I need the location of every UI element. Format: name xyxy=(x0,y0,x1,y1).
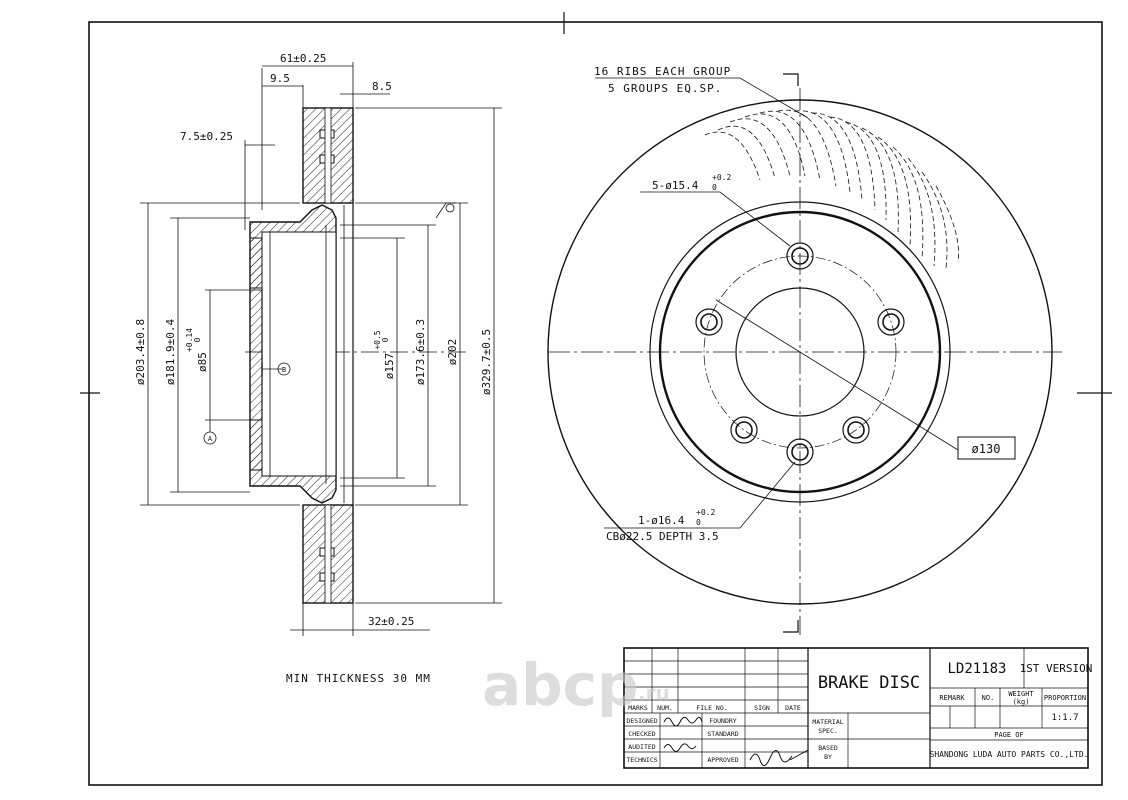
page-label: PAGE OF xyxy=(994,731,1024,739)
min-thickness-note: MIN THICKNESS 30 MM xyxy=(286,672,431,685)
dim-203-4: ø203.4±0.8 xyxy=(134,319,147,385)
cross-section-view xyxy=(245,107,470,604)
watermark: abcp .ru xyxy=(482,651,670,719)
no-header: NO. xyxy=(982,694,995,702)
remark-header: REMARK xyxy=(939,694,965,702)
bolt-hole-5 xyxy=(695,308,723,336)
counterbore-note: CBø22.5 DEPTH 3.5 xyxy=(606,530,719,543)
bolt-holes-tol-lower: 0 xyxy=(712,183,717,192)
bolt-hole-2 xyxy=(877,308,905,336)
standard-label: STANDARD xyxy=(707,730,738,738)
dim-61: 61±0.25 xyxy=(280,52,326,65)
datum-b-label: B xyxy=(282,366,286,374)
scale-value: 1:1.7 xyxy=(1051,713,1078,723)
bolt-hole-1 xyxy=(786,242,814,270)
disc-outer-edge xyxy=(547,99,1053,605)
dim-8-5: 8.5 xyxy=(372,80,392,93)
datum-markers: B A xyxy=(203,362,291,445)
dim-157: ø157 xyxy=(383,353,396,380)
dim-32: 32±0.25 xyxy=(368,615,414,628)
section-dimensions xyxy=(140,62,502,636)
num-header: NUM. xyxy=(657,704,673,712)
bolt-holes-tol-upper: +0.2 xyxy=(712,173,731,182)
checked-label: CHECKED xyxy=(628,730,655,738)
weight-unit: (kg) xyxy=(1013,698,1030,706)
section-labels: 61±0.25 9.5 8.5 7.5±0.25 ø203.4±0.8 ø181… xyxy=(134,52,493,685)
title-block-text: BRAKE DISC LD21183 1ST VERSION REMARK NO… xyxy=(626,661,1092,766)
marks-header: MARKS xyxy=(628,704,648,712)
locating-hole-note: 1-ø16.4 xyxy=(638,514,685,527)
proportion-header: PROPORTION xyxy=(1044,694,1086,702)
part-number: LD21183 xyxy=(947,661,1006,677)
drawing-frame xyxy=(80,12,1112,786)
drawing-title: BRAKE DISC xyxy=(818,673,920,693)
ribs-note-line1: 16 RIBS EACH GROUP xyxy=(594,65,731,78)
version-label: 1ST VERSION xyxy=(1020,662,1093,675)
dim-329-7: ø329.7±0.5 xyxy=(480,329,493,395)
company-name: SHANDONG LUDA AUTO PARTS CO.,LTD. xyxy=(930,750,1089,759)
face-labels: 16 RIBS EACH GROUP 5 GROUPS EQ.SP. 5-ø15… xyxy=(594,65,1000,543)
based-label: BASED xyxy=(818,744,838,752)
locating-hole-tol-lower: 0 xyxy=(696,518,701,527)
pcd-circle xyxy=(703,255,897,449)
designed-label: DESIGNED xyxy=(626,717,657,725)
weight-header: WEIGHT xyxy=(1008,690,1034,698)
bolt-hole-3 xyxy=(842,416,870,444)
dim-85-tol-lower: 0 xyxy=(193,337,202,342)
bolt-holes-note: 5-ø15.4 xyxy=(652,179,699,192)
pcd-label: ø130 xyxy=(972,442,1001,456)
title-block xyxy=(623,647,1089,769)
dim-181-9: ø181.9±0.4 xyxy=(164,319,177,386)
center-bore xyxy=(735,287,865,417)
face-view xyxy=(547,73,1062,635)
cooling-ribs xyxy=(704,109,959,269)
sign-header: SIGN xyxy=(754,704,770,712)
dim-157-tol-lower: 0 xyxy=(381,337,390,342)
dim-202: ø202 xyxy=(446,339,459,366)
dim-85: ø85 xyxy=(196,352,209,372)
audited-label: AUDITED xyxy=(628,743,655,751)
dim-7-5: 7.5±0.25 xyxy=(180,130,233,143)
dim-173-6: ø173.6±0.3 xyxy=(414,319,427,385)
foundry-label: FOUNDRY xyxy=(709,717,736,725)
dim-85-tol-upper: +0.14 xyxy=(185,328,194,352)
technics-label: TECHNICS xyxy=(626,756,657,764)
date-header: DATE xyxy=(785,704,801,712)
spec-label: SPEC. xyxy=(818,727,838,735)
ribs-note-line2: 5 GROUPS EQ.SP. xyxy=(608,82,722,95)
locating-hole xyxy=(786,438,814,466)
datum-a-label: A xyxy=(208,435,213,443)
dim-157-tol-upper: +0.5 xyxy=(373,330,382,349)
material-label: MATERIAL xyxy=(812,718,843,726)
watermark-text: abcp xyxy=(482,651,639,719)
bolt-holes xyxy=(695,242,905,466)
watermark-suffix: .ru xyxy=(638,681,670,705)
file-no-header: FILE NO. xyxy=(696,704,727,712)
handwritten-signatures xyxy=(663,716,809,766)
locating-hole-tol-upper: +0.2 xyxy=(696,508,715,517)
approved-label: APPROVED xyxy=(707,756,738,764)
dim-9-5: 9.5 xyxy=(270,72,290,85)
bolt-hole-4 xyxy=(730,416,758,444)
pcd-box xyxy=(957,436,1016,460)
by-label: BY xyxy=(824,753,832,761)
